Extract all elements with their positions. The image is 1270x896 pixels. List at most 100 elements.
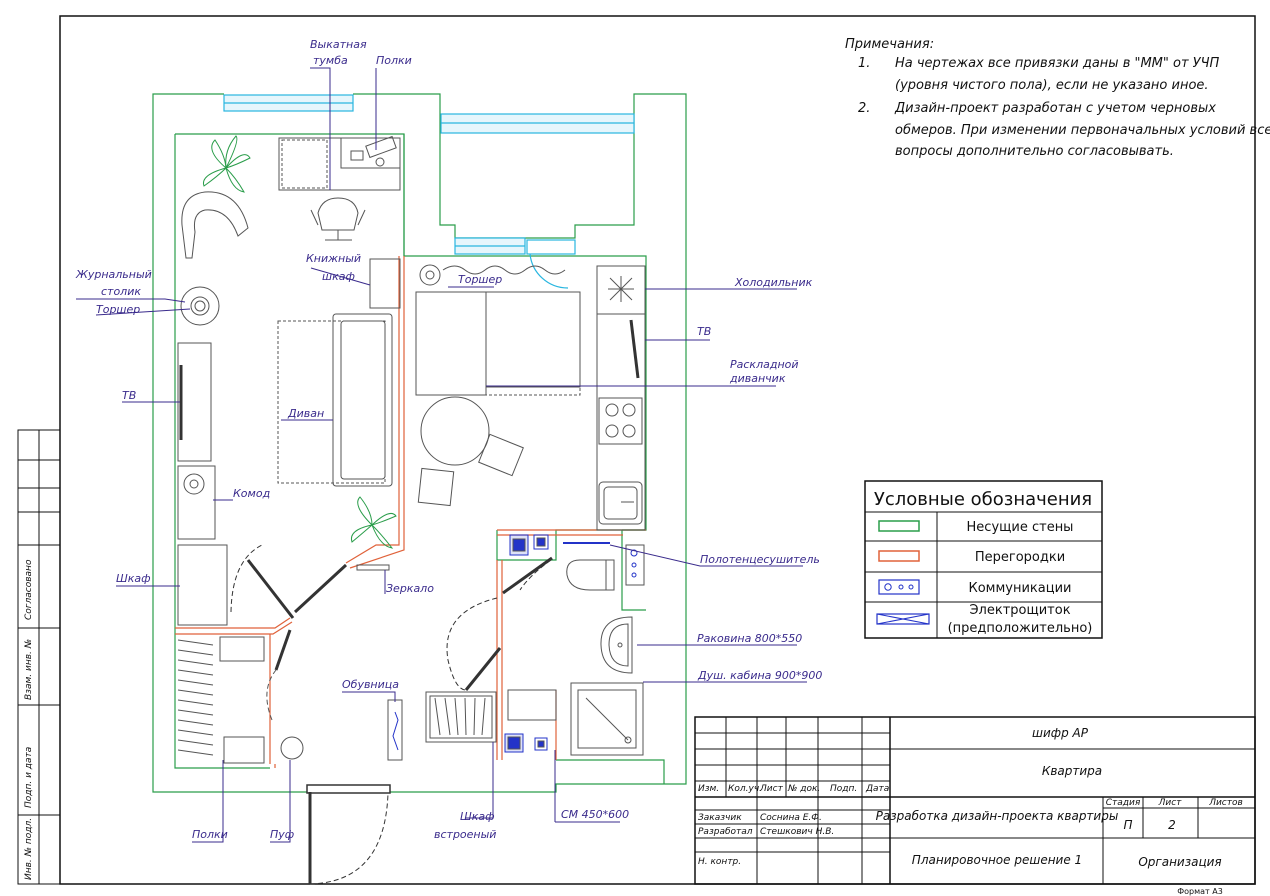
curtain xyxy=(442,265,566,275)
windows xyxy=(223,94,635,289)
laptop xyxy=(365,135,397,159)
label-tv-right: ТВ xyxy=(697,325,711,338)
floor-plan xyxy=(152,93,687,885)
tb-stage-header: Стадия xyxy=(1106,798,1141,808)
stamp-soglasovano: Согласовано xyxy=(24,559,34,620)
tb-col-podp: Подп. xyxy=(830,784,857,794)
phone xyxy=(350,150,364,161)
tb-n-kontr: Н. контр. xyxy=(698,857,741,867)
label-vykatnaya-2: тумба xyxy=(313,54,348,67)
bathroom xyxy=(504,534,645,756)
door-bathroom xyxy=(446,556,553,691)
note-1-line-1: На чертежах все привязки даны в "ММ" от … xyxy=(895,56,1220,71)
tb-zakazchik-name: Соснина Е.Ф. xyxy=(760,813,822,823)
label-shkaf-vstr-1: Шкаф xyxy=(460,810,495,823)
toilet xyxy=(566,559,607,591)
sink xyxy=(598,481,643,525)
label-vykatnaya-1: Выкатная xyxy=(310,38,367,51)
legend-comm-swatch xyxy=(878,579,920,595)
bookcase xyxy=(369,258,401,309)
tb-zakazchik-role: Заказчик xyxy=(698,813,742,823)
tb-org: Организация xyxy=(1138,855,1221,869)
note-1-num: 1. xyxy=(858,56,870,71)
label-komod: Комод xyxy=(233,487,270,500)
folding-sofa xyxy=(415,291,581,396)
legend-partitions: Перегородки xyxy=(975,550,1065,565)
stamp-podp: Подп. и дата xyxy=(24,747,34,808)
kitchen xyxy=(596,265,646,531)
tb-col-data: Дата xyxy=(865,784,889,794)
balcony-door xyxy=(526,239,576,255)
tb-object: Квартира xyxy=(1042,764,1102,778)
label-knizhny-2: шкаф xyxy=(322,270,355,283)
note-1-line-2: (уровня чистого пола), если не указано и… xyxy=(895,78,1209,93)
legend-title: Условные обозначения xyxy=(874,489,1092,510)
washbasin xyxy=(600,616,633,674)
plant-icon xyxy=(350,496,397,549)
legend: Условные обозначения Несущие стены Перег… xyxy=(864,480,1103,639)
tb-project: Разработка дизайн-проекта квартиры xyxy=(876,809,1119,823)
tv-kitchen xyxy=(629,319,640,379)
label-torsher-left: Торшер xyxy=(96,303,140,316)
tb-razrabotal-name: Стешкович Н.В. xyxy=(760,827,834,837)
tv-left xyxy=(177,342,212,462)
tb-sheet-header: Лист xyxy=(1158,798,1183,808)
legend-wall-swatch xyxy=(878,520,920,532)
note-2-num: 2. xyxy=(858,101,870,116)
plant-icon xyxy=(202,135,251,193)
commode xyxy=(177,465,216,540)
rolling-drawer xyxy=(281,139,328,189)
hall-shelves xyxy=(177,629,292,764)
label-polki-top: Полки xyxy=(376,54,412,67)
tb-razrabotal-role: Разработал xyxy=(698,827,753,837)
tb-drawing: Планировочное решение 1 xyxy=(912,853,1082,867)
legend-panel-swatch xyxy=(876,613,930,625)
note-2-line-1: Дизайн-проект разработан с учетом чернов… xyxy=(894,101,1216,116)
legend-partition-swatch xyxy=(878,550,920,562)
washing-machine xyxy=(507,689,557,721)
note-2-line-2: обмеров. При изменении первоначальных ус… xyxy=(895,123,1270,138)
sofa xyxy=(277,313,393,487)
stamp-vzam: Взам. инв. № xyxy=(24,639,34,700)
title-block xyxy=(694,716,1256,885)
label-puf: Пуф xyxy=(270,828,294,841)
label-torsher-mid: Торшер xyxy=(458,273,502,286)
label-tv-left: ТВ xyxy=(122,389,136,402)
desk xyxy=(278,137,401,191)
legend-panel-line-1: Электрощиток xyxy=(969,603,1070,618)
label-holodilnik: Холодильник xyxy=(734,276,813,289)
desk-area xyxy=(278,135,401,191)
label-obuvnitsa: Обувница xyxy=(342,678,399,691)
notes: Примечания: 1. На чертежах все привязки … xyxy=(845,37,1270,159)
label-raskladnoy-2: диванчик xyxy=(729,372,786,385)
dining-table xyxy=(417,396,524,507)
note-2-line-3: вопросы дополнительно согласовывать. xyxy=(895,144,1174,159)
wardrobe-left xyxy=(177,544,228,626)
tb-sheet: 2 xyxy=(1168,818,1176,832)
label-raskladnoy-1: Раскладной xyxy=(730,358,799,371)
label-shkaf-left: Шкаф xyxy=(116,572,151,585)
tb-col-ndok: № док. xyxy=(787,784,820,794)
legend-panel-line-2: (предположительно) xyxy=(948,621,1093,636)
label-rakovina: Раковина 800*550 xyxy=(697,632,802,645)
tb-sheets-header: Листов xyxy=(1208,798,1243,808)
partitions xyxy=(175,256,646,768)
floor-lamp xyxy=(419,264,441,286)
mirror xyxy=(356,564,390,571)
fridge xyxy=(596,265,646,315)
legend-comm: Коммуникации xyxy=(968,581,1071,596)
entrance-door xyxy=(306,784,391,885)
label-dush: Душ. кабина 900*900 xyxy=(697,669,822,682)
pouf xyxy=(280,736,304,760)
tb-col-kolvo: Кол.уч. xyxy=(728,784,762,794)
cup xyxy=(375,157,385,167)
stamp-inv: Инв. № подл. xyxy=(24,818,34,880)
coffee-table xyxy=(180,286,220,326)
label-zerkalo: Зеркало xyxy=(386,582,434,595)
notes-title: Примечания: xyxy=(845,37,934,52)
tb-col-list: Лист xyxy=(759,784,784,794)
load-bearing-walls xyxy=(152,93,687,793)
office-chair xyxy=(310,197,366,241)
title-block-text: шифр АР Квартира Изм. Кол.уч. Лист № док… xyxy=(698,726,1243,869)
